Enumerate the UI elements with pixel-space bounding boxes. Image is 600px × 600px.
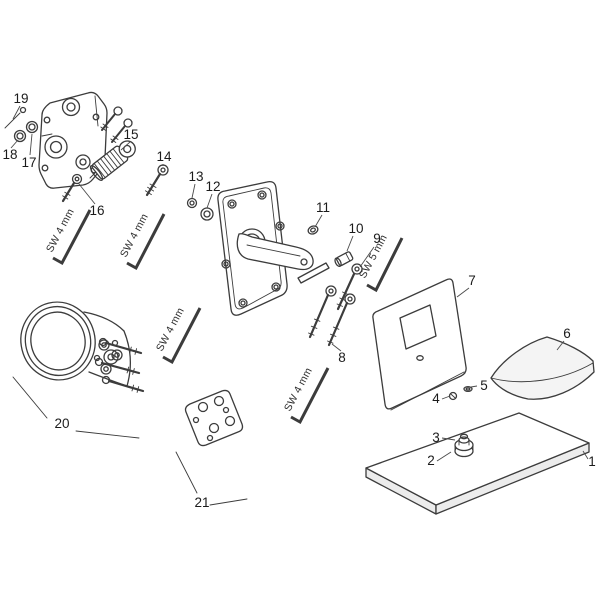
part-14-label: 14 bbox=[156, 149, 172, 164]
housing-part-20-drawing bbox=[12, 301, 145, 439]
part-7-label: 7 bbox=[468, 273, 476, 288]
part-10-label: 10 bbox=[348, 221, 363, 236]
sw4-label-4: SW 4 mm bbox=[282, 366, 315, 414]
part-11-label: 11 bbox=[316, 200, 330, 215]
screw-part-16-drawing bbox=[61, 173, 83, 203]
allen-key-sw4-3 bbox=[162, 307, 202, 365]
part-2-label: 2 bbox=[427, 453, 435, 468]
base-plate-part-1-drawing bbox=[365, 412, 590, 515]
part-4-label: 4 bbox=[432, 391, 440, 406]
pin-part-10-drawing bbox=[334, 251, 354, 268]
screw-part-9-drawing bbox=[336, 263, 363, 311]
allen-key-sw4-1 bbox=[52, 209, 92, 266]
aerator-parts-2-3-drawing bbox=[454, 433, 474, 458]
carrier-plate-drawing bbox=[217, 180, 330, 316]
allen-key-sw5 bbox=[366, 237, 404, 293]
part-20-label: 20 bbox=[54, 416, 69, 431]
sw4-label-3: SW 4 mm bbox=[154, 306, 187, 354]
sw4-label-2: SW 4 mm bbox=[118, 212, 151, 260]
part-21-label: 21 bbox=[194, 495, 209, 510]
spout-shell-part-6-drawing bbox=[490, 336, 595, 400]
cartridge-part-15-drawing bbox=[89, 140, 136, 181]
part-19-label: 19 bbox=[13, 91, 28, 106]
part-9-label: 9 bbox=[373, 231, 381, 246]
orings-parts-11-12-13-drawing bbox=[186, 197, 319, 235]
escutcheon-part-7-drawing bbox=[372, 278, 467, 411]
part-17-label: 17 bbox=[21, 155, 36, 170]
screw-part-4-drawing bbox=[448, 391, 458, 401]
allen-key-sw4-2 bbox=[126, 213, 166, 271]
spring-orings-parts-17-18-19-drawing bbox=[4, 106, 39, 143]
allen-key-sw4-4 bbox=[290, 367, 330, 425]
mounting-plate-part-21-drawing bbox=[175, 389, 248, 506]
part-16-label: 16 bbox=[89, 203, 104, 218]
part-3-label: 3 bbox=[432, 430, 440, 445]
part-1-label: 1 bbox=[588, 454, 596, 469]
part-12-label: 12 bbox=[205, 179, 220, 194]
cap-part-5-drawing bbox=[463, 385, 473, 393]
screw-part-14-drawing bbox=[144, 164, 169, 197]
part-8-label: 8 bbox=[338, 350, 346, 365]
part-5-label: 5 bbox=[480, 378, 488, 393]
part-6-label: 6 bbox=[563, 326, 571, 341]
part-13-label: 13 bbox=[188, 169, 203, 184]
screws-part-8-drawing bbox=[308, 285, 356, 347]
leader-lines bbox=[10, 105, 589, 462]
part-15-label: 15 bbox=[123, 127, 138, 142]
valve-body-drawing bbox=[38, 91, 133, 189]
part-18-label: 18 bbox=[2, 147, 17, 162]
